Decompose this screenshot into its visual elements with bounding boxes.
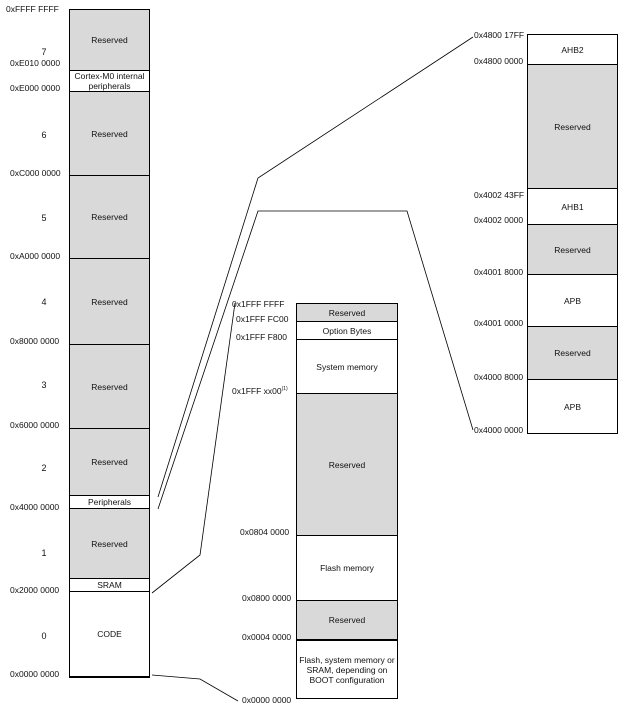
block-code: CODE xyxy=(97,629,122,639)
addr-1fff-xx00-text: 0x1FFF xx00 xyxy=(232,385,282,396)
peripheral-memory-map: AHB2 Reserved AHB1 Reserved APB Reserved… xyxy=(527,34,618,434)
addr-6000-0000: 0x6000 0000 xyxy=(10,420,60,430)
connector-peripherals-bottom xyxy=(157,210,474,510)
block-ahb2: AHB2 xyxy=(528,35,617,65)
addr-e010-0000: 0xE010 0000 xyxy=(10,58,61,68)
block-reserved-1: Reserved xyxy=(70,509,149,579)
block-reserved-4: Reserved xyxy=(70,259,149,345)
block-reserved-2: Reserved xyxy=(70,429,149,496)
connector-code-top xyxy=(151,302,236,594)
addr-4002-43ff: 0x4002 43FF xyxy=(474,190,525,200)
region-5: 5 xyxy=(41,213,47,223)
block-peripherals: Peripherals xyxy=(70,496,149,509)
block-periph-reserved-1: Reserved xyxy=(528,65,617,189)
addr-1fff-f800: 0x1FFF F800 xyxy=(236,332,288,342)
addr-4800-0000: 0x4800 0000 xyxy=(474,56,524,66)
addr-2000-0000: 0x2000 0000 xyxy=(10,585,60,595)
connector-code-bottom xyxy=(151,674,239,702)
addr-0800-0000: 0x0800 0000 xyxy=(242,593,292,603)
block-reserved-5: Reserved xyxy=(70,176,149,259)
addr-4000-8000: 0x4000 8000 xyxy=(474,372,524,382)
addr-e000-0000: 0xE000 0000 xyxy=(10,83,61,93)
main-memory-map: Reserved Cortex-M0 internal peripherals … xyxy=(69,9,150,678)
addr-4000-0000-periph: 0x4000 0000 xyxy=(474,425,524,435)
block-code-reserved-low: Reserved xyxy=(297,601,397,641)
addr-4001-8000: 0x4001 8000 xyxy=(474,267,524,277)
region-0: 0 xyxy=(41,631,47,641)
block-code-reserved-mid: Reserved xyxy=(297,394,397,536)
block-cortex-m0-peripherals: Cortex-M0 internal peripherals xyxy=(70,71,149,92)
block-boot-alias: Flash, system memory or SRAM, depending … xyxy=(299,654,395,685)
addr-4002-0000: 0x4002 0000 xyxy=(474,215,524,225)
addr-4800-17ff: 0x4800 17FF xyxy=(474,30,525,40)
addr-4001-0000: 0x4001 0000 xyxy=(474,318,524,328)
block-flash-memory: Flash memory xyxy=(297,536,397,601)
addr-ffff-ffff: 0xFFFF FFFF xyxy=(6,4,59,14)
block-apb-2: APB xyxy=(563,401,581,412)
region-7: 7 xyxy=(41,47,47,57)
block-periph-reserved-2: Reserved xyxy=(528,225,617,275)
block-code-reserved-top: Reserved xyxy=(297,304,397,322)
block-system-memory: System memory xyxy=(297,340,397,394)
connector-peripherals-top xyxy=(157,36,474,498)
addr-1fff-xx00: 0x1FFF xx00(1) xyxy=(232,384,288,396)
block-reserved-3: Reserved xyxy=(70,345,149,429)
addr-0004-0000: 0x0004 0000 xyxy=(242,632,292,642)
addr-1fff-ffff: 0x1FFF FFFF xyxy=(232,299,285,309)
addr-0000-0000: 0x0000 0000 xyxy=(10,669,60,679)
region-2: 2 xyxy=(41,463,47,473)
addr-0000-0000-code: 0x0000 0000 xyxy=(242,695,292,705)
addr-a000-0000: 0xA000 0000 xyxy=(10,251,61,261)
region-3: 3 xyxy=(41,380,47,390)
region-1: 1 xyxy=(41,548,47,558)
block-reserved-6: Reserved xyxy=(70,92,149,176)
addr-1fff-fc00: 0x1FFF FC00 xyxy=(236,314,289,324)
code-memory-map: Reserved Option Bytes System memory Rese… xyxy=(296,303,398,699)
region-6: 6 xyxy=(41,130,47,140)
block-ahb1: AHB1 xyxy=(528,189,617,225)
footnote-marker: (1) xyxy=(281,386,288,392)
region-4: 4 xyxy=(41,297,47,307)
block-apb-1: APB xyxy=(528,275,617,327)
block-reserved-7: Reserved xyxy=(70,10,149,71)
block-sram: SRAM xyxy=(70,579,149,592)
addr-4000-0000: 0x4000 0000 xyxy=(10,502,60,512)
block-periph-reserved-3: Reserved xyxy=(528,327,617,380)
addr-c000-0000: 0xC000 0000 xyxy=(10,168,61,178)
block-option-bytes: Option Bytes xyxy=(297,322,397,340)
addr-8000-0000: 0x8000 0000 xyxy=(10,336,60,346)
addr-0804-0000: 0x0804 0000 xyxy=(240,527,290,537)
